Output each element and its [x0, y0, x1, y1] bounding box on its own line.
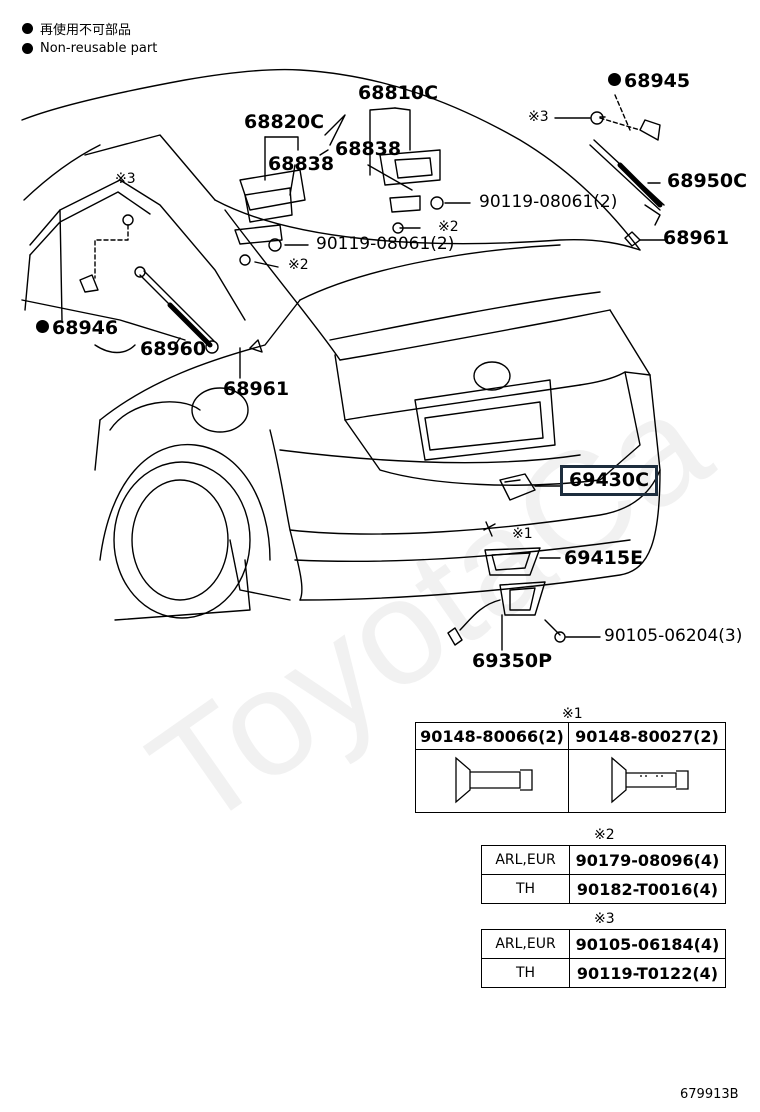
table-row: TH 90182-T0016(4)	[481, 874, 726, 904]
non-reusable-dot-icon	[36, 320, 49, 333]
figure-id: 679913B	[680, 1087, 739, 1102]
table1-mark: ※1	[562, 706, 583, 722]
label-90119-lower: 90119-08061(2)	[316, 234, 455, 254]
table1-bolt-image-2	[568, 749, 726, 813]
table1-bolt-image-1	[415, 749, 569, 813]
table3-mark: ※3	[594, 911, 615, 927]
table3-part: 90105-06184(4)	[569, 929, 726, 959]
label-69430c: 69430C	[560, 465, 659, 496]
fastener-table-2: ARL,EUR 90179-08096(4) TH 90182-T0016(4)	[481, 845, 726, 904]
table3-region: ARL,EUR	[481, 929, 570, 959]
table2-part: 90182-T0016(4)	[569, 874, 726, 904]
label-68820c: 68820C	[244, 111, 325, 133]
table-row: ARL,EUR 90105-06184(4)	[481, 929, 726, 959]
label-68961-b: 68961	[223, 378, 290, 400]
label-68838-b: 68838	[335, 138, 402, 160]
table3-part: 90119-T0122(4)	[569, 958, 726, 988]
label-68945-text: 68945	[624, 70, 691, 92]
label-68946: 68946	[36, 319, 118, 338]
label-90119-upper: 90119-08061(2)	[479, 192, 618, 212]
label-68838-a: 68838	[268, 153, 335, 175]
legend-jp-text: 再使用不可部品	[40, 23, 132, 38]
non-reusable-dot-icon	[608, 73, 621, 86]
legend-en-text: Non-reusable part	[40, 41, 158, 56]
bolt-table-1: 90148-80066(2) 90148-80027(2)	[415, 722, 726, 813]
legend-jp-row: 再使用不可部品	[22, 19, 131, 38]
fastener-table-3: ARL,EUR 90105-06184(4) TH 90119-T0122(4)	[481, 929, 726, 988]
table2-part: 90179-08096(4)	[569, 845, 726, 875]
mark-2-left: ※2	[288, 257, 309, 273]
label-69350p: 69350P	[472, 650, 553, 672]
table3-region: TH	[481, 958, 570, 988]
table1-header-2: 90148-80027(2)	[568, 722, 726, 750]
table2-region: ARL,EUR	[481, 845, 570, 875]
legend-en-row: Non-reusable part	[22, 41, 157, 56]
table-row: ARL,EUR 90179-08096(4)	[481, 845, 726, 875]
label-68810c: 68810C	[358, 82, 439, 104]
table2-mark: ※2	[594, 827, 615, 843]
label-68961-a: 68961	[663, 227, 730, 249]
table2-region: TH	[481, 874, 570, 904]
label-68945: 68945	[608, 72, 690, 91]
table-row: TH 90119-T0122(4)	[481, 958, 726, 988]
label-68946-text: 68946	[52, 317, 119, 339]
label-68960: 68960	[140, 338, 207, 360]
label-68950c: 68950C	[667, 170, 748, 192]
label-90105: 90105-06204(3)	[604, 626, 743, 646]
mark-3-left: ※3	[115, 171, 136, 187]
non-reusable-dot-icon	[22, 23, 33, 34]
mark-3-upper: ※3	[528, 109, 549, 125]
mark-2-right: ※2	[438, 219, 459, 235]
label-69415e: 69415E	[564, 547, 644, 569]
mark-1: ※1	[512, 526, 533, 542]
table1-header-1: 90148-80066(2)	[415, 722, 569, 750]
non-reusable-dot-icon	[22, 43, 33, 54]
